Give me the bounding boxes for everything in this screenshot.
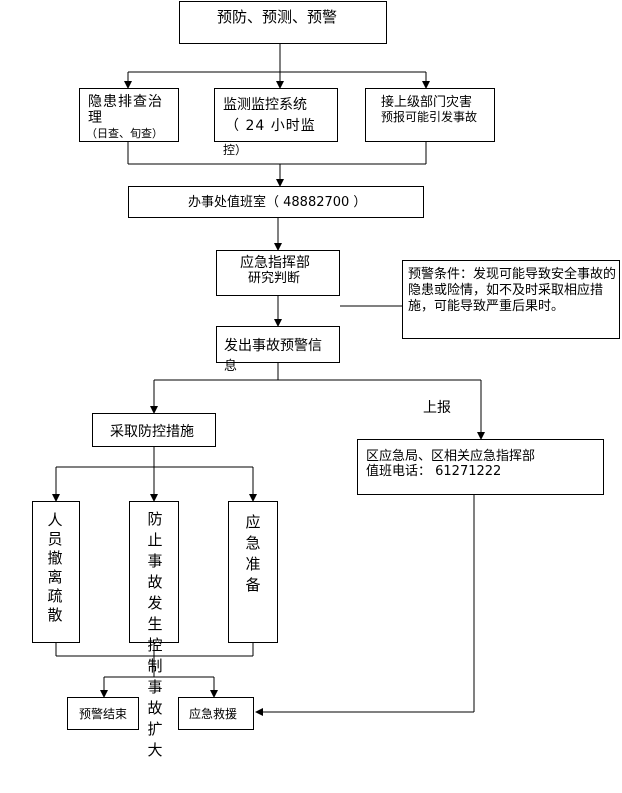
node-issue-line2: 息	[224, 359, 238, 374]
node-monitoring-system	[214, 88, 338, 142]
node-command-line1: 应急指挥部	[240, 255, 310, 271]
node-superior-line2: 预报可能引发事故	[381, 110, 478, 124]
node-warning-condition-text: 预警条件：发现可能导致安全事故的隐患或险情，如不及时采取相应措施，可能导致严重后…	[408, 267, 617, 314]
node-measures-label: 采取防控措施	[110, 424, 194, 440]
node-district-line1: 区应急局、区相关应急指挥部	[366, 449, 536, 464]
node-evacuate-label: 人员撤离疏散	[47, 511, 63, 624]
node-hazard-note: （日查、旬查）	[86, 127, 163, 140]
node-monitor-line3: 控）	[223, 143, 248, 157]
node-hazard-line2: 理	[88, 110, 102, 126]
node-prevent-expand	[129, 501, 179, 643]
node-monitor-line2: （ 24 小时监	[225, 118, 316, 134]
report-label: 上报	[423, 400, 451, 416]
node-superior-line1: 接上级部门灾害	[381, 95, 473, 110]
node-superior-forecast	[365, 88, 495, 142]
node-hazard-line1: 隐患排查治	[88, 94, 163, 110]
node-prevention-label: 预防、预测、预警	[217, 8, 338, 26]
node-command-line2: 研究判断	[248, 271, 301, 286]
node-district-emergency	[357, 439, 604, 495]
node-control-measures	[92, 413, 216, 447]
node-duty-office	[128, 186, 424, 218]
node-prevent-label: 防止事故发生控制事故扩大	[147, 510, 163, 759]
node-hazard-check	[79, 88, 179, 142]
node-prepare-label: 应急准备	[245, 513, 261, 594]
node-emergency-rescue	[178, 697, 254, 730]
node-warning-end	[67, 697, 139, 730]
node-warning-condition	[402, 260, 620, 339]
node-district-line2: 值班电话： 61271222	[366, 464, 502, 479]
node-evacuate	[32, 501, 80, 643]
node-duty-office-label: 办事处值班室（ 48882700 ）	[188, 195, 367, 210]
node-emergency-command	[216, 250, 340, 296]
node-issue-warning	[216, 326, 340, 363]
node-rescue-label: 应急救援	[189, 707, 238, 721]
node-emergency-prepare	[228, 501, 278, 643]
node-monitor-line1: 监测监控系统	[223, 97, 307, 113]
node-end-label: 预警结束	[79, 707, 128, 721]
node-issue-line1: 发出事故预警信	[224, 338, 322, 354]
node-prevention	[179, 1, 387, 44]
